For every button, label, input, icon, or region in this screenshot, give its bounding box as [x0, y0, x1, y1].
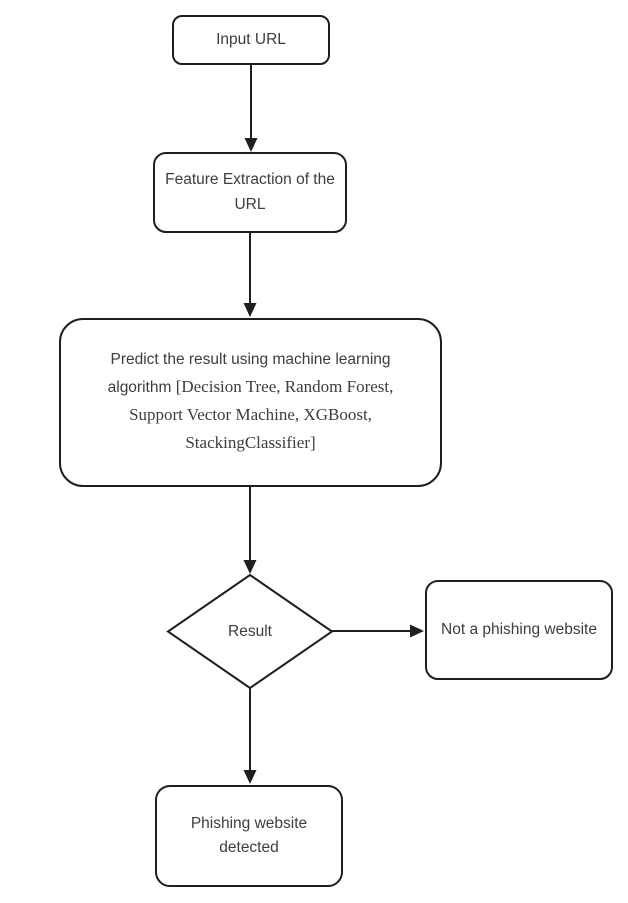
- arrowhead-icon: [243, 770, 257, 784]
- node-input-url: Input URL: [172, 15, 330, 65]
- arrowhead-icon: [243, 303, 257, 317]
- node-predict-label-serif: [Decision Tree, Random Forest, Support V…: [129, 377, 394, 452]
- node-feature-extraction: Feature Extraction of the URL: [153, 152, 347, 233]
- edge-result-to-not-phishing: [332, 624, 424, 638]
- edge-result-to-phishing: [243, 688, 257, 784]
- node-not-phishing: Not a phishing website: [425, 580, 613, 680]
- edge-feature-to-predict: [243, 233, 257, 317]
- node-predict-label: Predict the result using machine learnin…: [79, 348, 422, 456]
- arrowhead-icon: [243, 560, 257, 574]
- node-predict-label-sans: Predict the result using machine learnin…: [107, 351, 391, 397]
- arrowhead-icon: [410, 624, 424, 638]
- arrowhead-icon: [244, 138, 258, 152]
- node-phishing-detected: Phishing website detected: [155, 785, 343, 887]
- node-input-url-label: Input URL: [216, 30, 286, 48]
- node-feature-extraction-label: Feature Extraction of the URL: [165, 171, 335, 213]
- edge-input-to-feature: [244, 65, 258, 152]
- node-predict: Predict the result using machine learnin…: [59, 318, 442, 487]
- result-diamond-shape: [166, 573, 334, 690]
- node-not-phishing-label: Not a phishing website: [441, 620, 597, 638]
- edge-predict-to-result: [243, 487, 257, 574]
- node-phishing-detected-label: Phishing website detected: [190, 814, 308, 856]
